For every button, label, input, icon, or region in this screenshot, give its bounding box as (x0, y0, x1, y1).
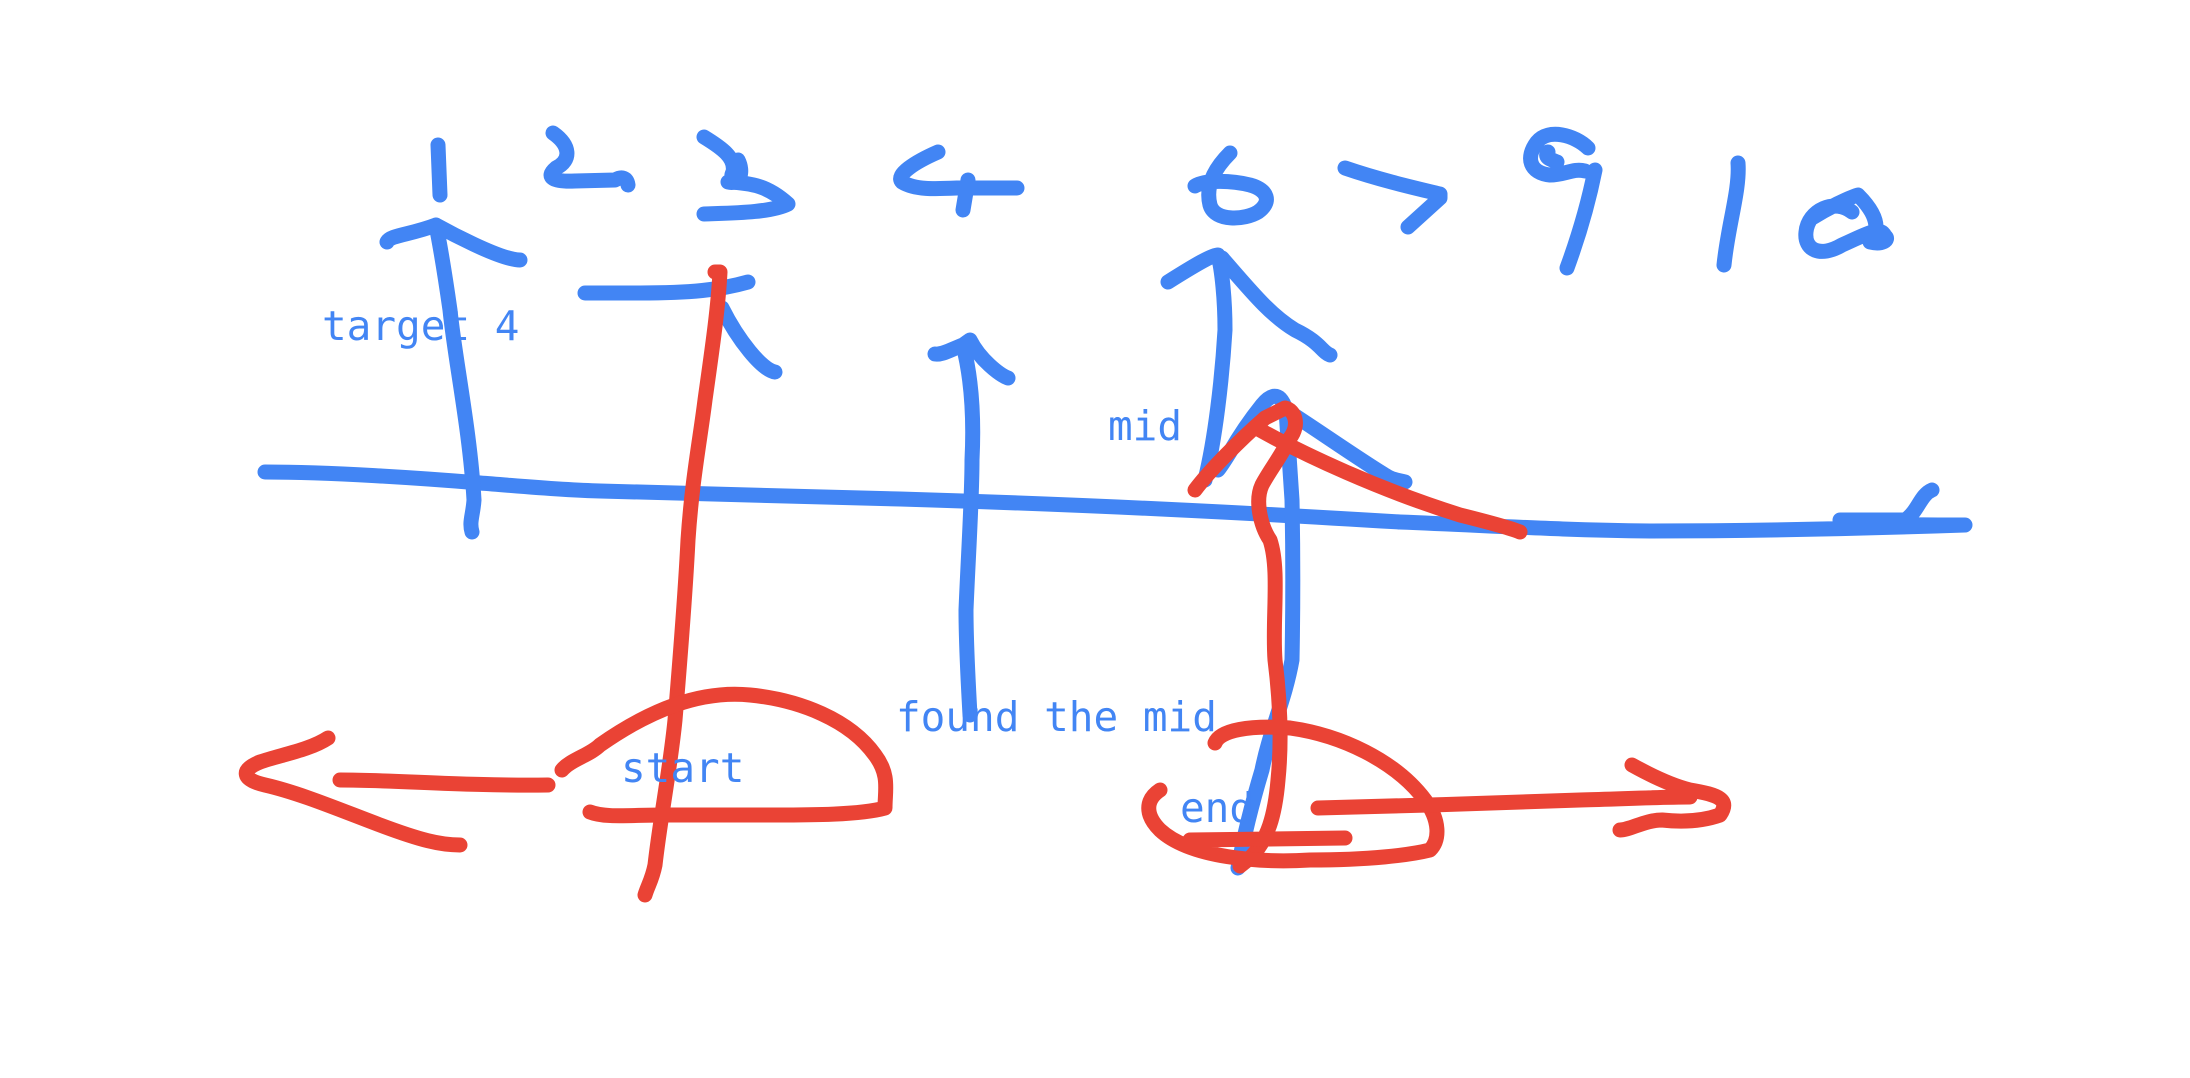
arrow-at-1 (379, 217, 528, 540)
found-the-mid-label: found the mid (896, 693, 1217, 741)
red-start-pointer (637, 264, 728, 903)
red-start-bracket (554, 686, 894, 824)
digit-1b (1716, 155, 1746, 273)
digit-9 (1523, 126, 1603, 276)
arrow-found-mid (927, 332, 1016, 723)
red-end-bracket (1141, 719, 1445, 869)
arrow-at-6 (1160, 247, 1338, 488)
end-label: end (1180, 784, 1255, 832)
red-right-arrow (1310, 757, 1732, 838)
digit-4 (893, 144, 1025, 218)
target-label: target 4 (322, 302, 520, 350)
number-line (257, 464, 1973, 539)
start-label: start (621, 744, 745, 792)
digit-3 (696, 129, 796, 222)
mid-label: mid (1108, 402, 1183, 450)
digit-7 (1337, 160, 1448, 235)
digit-1 (430, 137, 448, 203)
sequence-digits (430, 125, 1894, 276)
red-left-arrow (238, 730, 556, 853)
digit-2 (543, 125, 636, 193)
red-mid-knot (1187, 400, 1528, 874)
blue-arrows (379, 217, 1413, 876)
digit-6 (1187, 145, 1274, 226)
digit-0 (1798, 187, 1894, 259)
arrow-at-3 (577, 274, 783, 380)
red-annotations (238, 264, 1732, 903)
